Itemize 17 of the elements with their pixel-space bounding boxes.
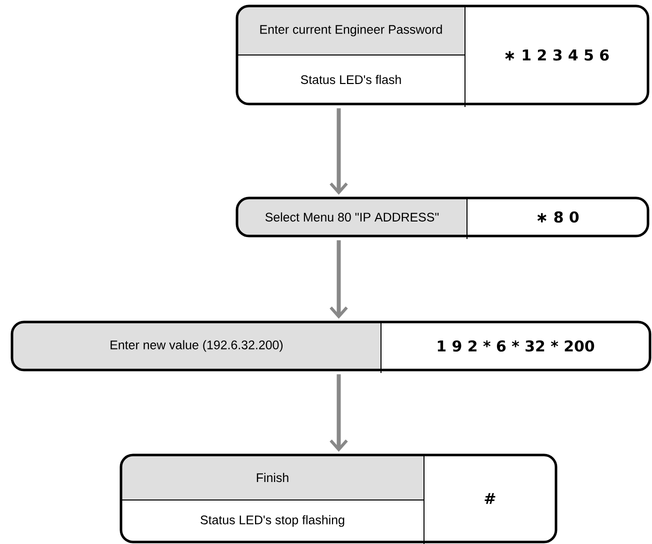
status-note: Status LED's stop flashing	[200, 515, 344, 527]
step-box	[10, 320, 652, 374]
step-box	[120, 454, 558, 544]
step-label: Select Menu 80 "IP ADDRESS"	[265, 212, 439, 222]
arrow	[330, 240, 348, 319]
step-box	[236, 4, 650, 108]
step-label: Finish	[256, 472, 288, 482]
status-note: Status LED's flash	[300, 74, 401, 84]
key-sequence: #	[484, 493, 496, 504]
key-sequence: ∗ 8 0	[537, 211, 579, 223]
step-label: Enter current Engineer Password	[260, 24, 442, 36]
key-sequence: ∗ 1 2 3 4 5 6	[505, 49, 609, 61]
step-box	[236, 196, 650, 240]
arrow	[330, 108, 348, 195]
key-sequence: 1 9 2 * 6 * 32 * 200	[438, 340, 594, 352]
step-label: Enter new value (192.6.32.200)	[110, 340, 283, 352]
arrow	[330, 374, 348, 452]
